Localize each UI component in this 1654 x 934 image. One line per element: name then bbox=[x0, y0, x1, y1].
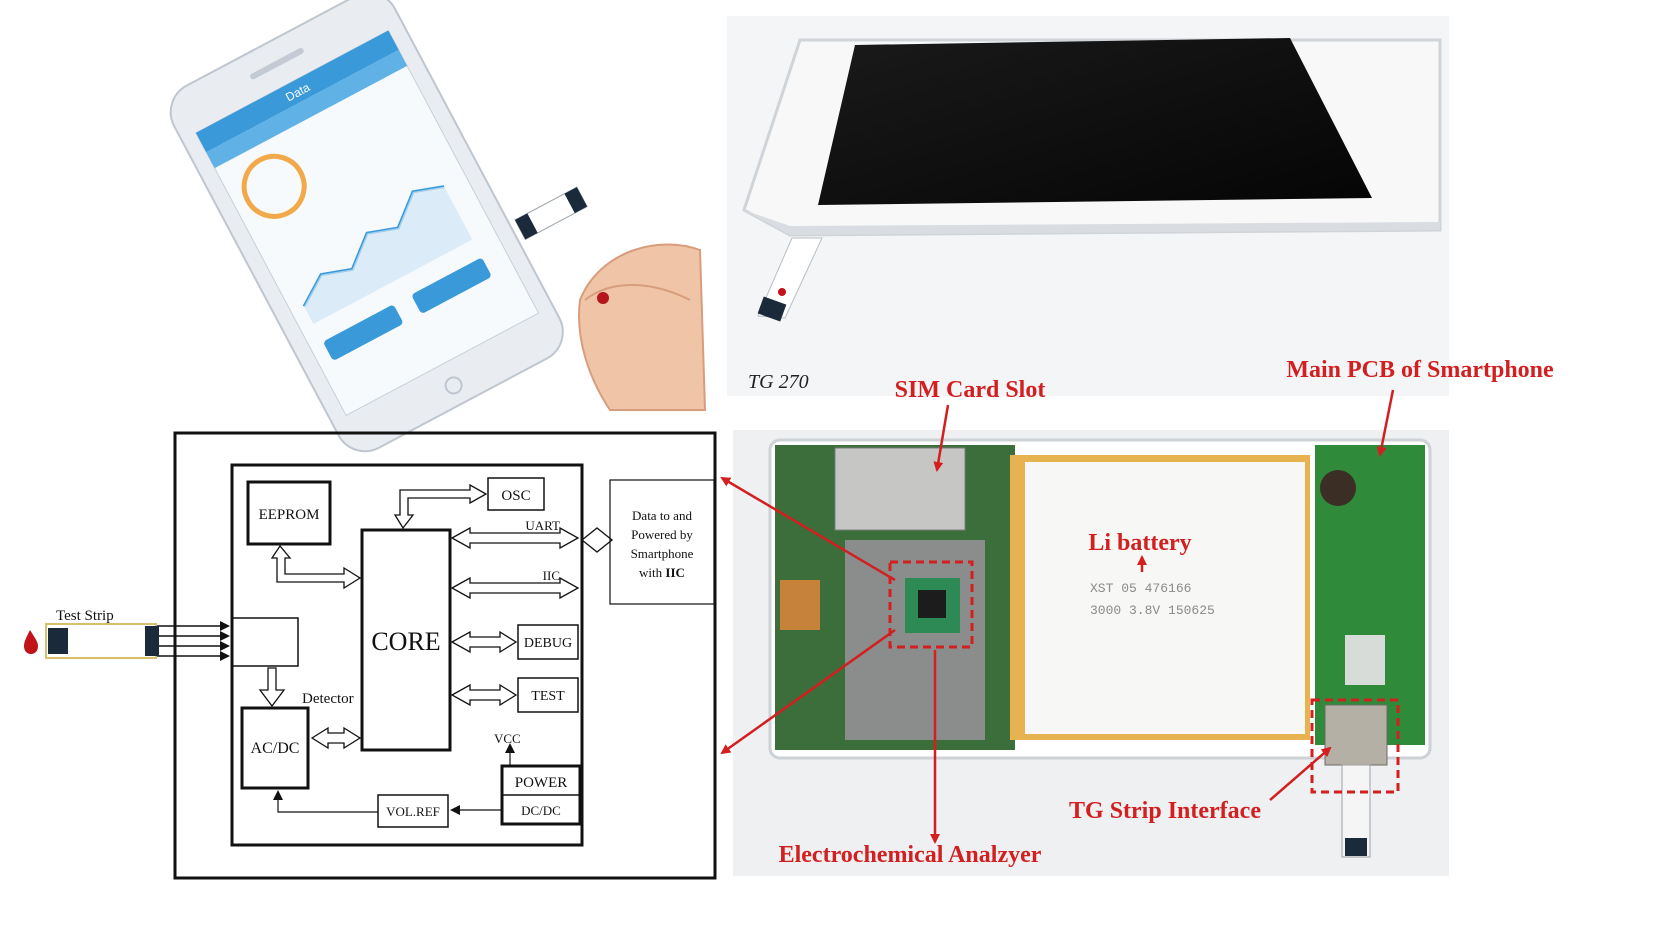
osc-core-arrow bbox=[393, 483, 488, 530]
main-pcb-label: Main PCB of Smartphone bbox=[1286, 357, 1554, 383]
tg-270-label: TG 270 bbox=[748, 371, 809, 393]
app-tab-bar bbox=[206, 49, 408, 169]
app-header-bar bbox=[195, 30, 399, 153]
sim-card-slot-arrow bbox=[933, 404, 950, 472]
battery-text-line1: XST 05 476166 bbox=[1090, 581, 1191, 596]
test-strip-icon bbox=[24, 623, 159, 659]
diagram-outer-frame bbox=[173, 431, 717, 880]
iic-label: IIC bbox=[543, 568, 560, 583]
front-blood-drop bbox=[778, 288, 786, 296]
block-diagram bbox=[150, 431, 717, 880]
app-button-left bbox=[324, 305, 403, 360]
detector-acdc-arrow bbox=[258, 667, 286, 708]
volref-block bbox=[377, 794, 449, 828]
analyzer-highlight-box bbox=[888, 560, 974, 649]
app-button-right bbox=[412, 258, 491, 313]
vibration-motor bbox=[1320, 470, 1356, 506]
iic-double-arrow bbox=[450, 576, 580, 600]
data-box-line-3: Smartphone bbox=[631, 546, 694, 561]
block-diagram-labels: Test Strip EEPROM OSC CORE UART IIC DEBU… bbox=[56, 488, 694, 819]
metal-shield bbox=[845, 540, 985, 740]
front-strip-tip bbox=[757, 296, 787, 322]
electrochemical-analyzer-label: Electrochemical Analzyer bbox=[779, 842, 1042, 868]
phone-app-photo: Data bbox=[169, 0, 707, 453]
eeprom-block bbox=[246, 480, 332, 546]
detector-label: Detector bbox=[302, 691, 354, 707]
acdc-label: AC/DC bbox=[251, 740, 300, 757]
analyzer-to-diagram-arrow-bottom bbox=[720, 628, 896, 755]
front-test-strip bbox=[757, 237, 823, 319]
usb-port-area bbox=[1345, 635, 1385, 685]
vcc-label: VCC bbox=[494, 731, 521, 746]
main-pcb-arrow bbox=[1376, 389, 1395, 457]
acdc-core-double-arrow bbox=[310, 726, 362, 750]
app-gauge bbox=[241, 153, 307, 219]
osc-block bbox=[487, 477, 545, 511]
volref-to-acdc-line bbox=[273, 790, 378, 813]
test-strip-label: Test Strip bbox=[56, 608, 114, 624]
core-block bbox=[360, 528, 452, 752]
data-box-line-2: Powered by bbox=[631, 527, 693, 542]
finger-crease bbox=[584, 284, 691, 301]
volref-label: VOL.REF bbox=[386, 804, 440, 819]
annotations: SIM Card Slot Main PCB of Smartphone Li … bbox=[720, 357, 1554, 868]
power-label: POWER bbox=[515, 775, 568, 791]
test-double-arrow bbox=[450, 683, 518, 707]
acdc-block bbox=[240, 706, 310, 790]
uart-external-diamond bbox=[580, 527, 614, 553]
pcb-strip-tip bbox=[1345, 838, 1367, 856]
test-label: TEST bbox=[531, 689, 565, 704]
finger-illustration bbox=[578, 243, 707, 411]
tg-strip-interface-arrow bbox=[1269, 746, 1332, 801]
strip-interface-highlight-box bbox=[1310, 698, 1400, 794]
analyzer-chip bbox=[918, 590, 946, 618]
tg-strip-interface-label: TG Strip Interface bbox=[1069, 798, 1261, 824]
app-trend-area bbox=[304, 186, 473, 325]
debug-block bbox=[517, 624, 579, 660]
test-strip-blood-drop bbox=[24, 630, 38, 654]
osc-label: OSC bbox=[501, 488, 530, 504]
home-button bbox=[444, 376, 463, 395]
battery-label bbox=[1025, 462, 1305, 734]
test-strip-sensor bbox=[48, 628, 68, 654]
blood-drop bbox=[597, 292, 609, 304]
phone-front-screen bbox=[818, 38, 1372, 205]
core-label: CORE bbox=[371, 627, 440, 656]
eeprom-label: EEPROM bbox=[259, 507, 320, 523]
data-box-line-1: Data to and bbox=[632, 508, 692, 523]
strip-contacts bbox=[515, 213, 538, 240]
dcdc-label: DC/DC bbox=[521, 803, 561, 818]
test-block bbox=[517, 677, 579, 713]
analyzer-to-diagram-arrow-top bbox=[720, 476, 896, 582]
debug-label: DEBUG bbox=[524, 636, 572, 651]
test-strip-contacts bbox=[145, 626, 159, 656]
li-battery-label: Li battery bbox=[1088, 530, 1191, 556]
debug-double-arrow bbox=[450, 630, 518, 654]
phone-edge bbox=[744, 210, 1440, 235]
battery-text-line2: 3000 3.8V 150625 bbox=[1090, 603, 1215, 618]
copper-component bbox=[780, 580, 820, 630]
phone-front-photo: TG 270 bbox=[727, 16, 1449, 396]
detector-block bbox=[231, 617, 299, 667]
sim-card-slot-hardware bbox=[834, 447, 966, 531]
data-box-line-4-prefix: with bbox=[639, 565, 665, 580]
eeprom-core-arrow bbox=[270, 544, 362, 590]
speaker-slot bbox=[250, 48, 304, 80]
uart-double-arrow bbox=[450, 526, 580, 550]
strip-tip bbox=[564, 187, 588, 214]
data-box-line-4: with IIC bbox=[639, 565, 685, 580]
tg-strip-connector bbox=[1324, 704, 1388, 766]
data-box-line-4-iic: IIC bbox=[665, 565, 685, 580]
data-power-box bbox=[609, 479, 715, 605]
sim-card-slot-label: SIM Card Slot bbox=[895, 377, 1046, 403]
uart-label: UART bbox=[525, 518, 560, 533]
